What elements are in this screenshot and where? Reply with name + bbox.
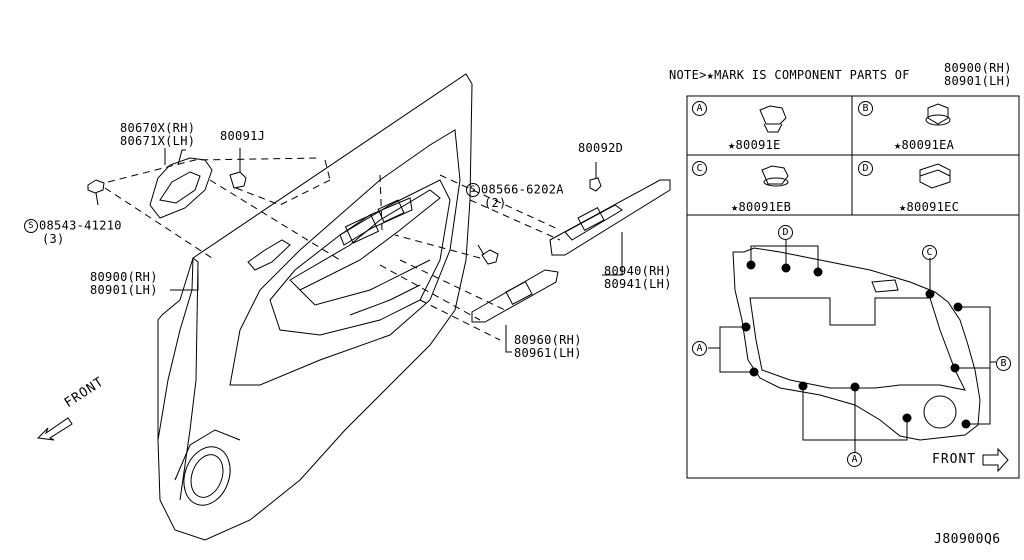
door-trim-panel	[157, 73, 473, 541]
finisher-80940	[549, 179, 671, 256]
clip-icon-b	[925, 103, 951, 126]
screw-mid-circle: S	[466, 183, 480, 197]
label-finisher-80960: 80960(RH) 80961(LH)	[514, 334, 582, 360]
armrest-switch-area	[289, 189, 441, 316]
label-80092d: 80092D	[578, 141, 624, 155]
label-finisher-80940-lh: 80941(LH)	[604, 277, 672, 291]
solid-leaders	[164, 148, 623, 353]
clip-80092d	[589, 177, 602, 192]
inset-cell-letter-d: D	[858, 161, 873, 176]
label-80091j: 80091J	[220, 129, 266, 143]
inset-part-c: ★80091EB	[731, 200, 792, 214]
label-screw-mid-number: 08566-6202A	[481, 182, 564, 197]
inset-door-outline	[732, 247, 981, 441]
inset-callout-a-bottom: A	[847, 452, 862, 467]
screw-left-circle: S	[24, 219, 38, 233]
label-inside-handle-lh: 80671X(LH)	[120, 134, 196, 148]
inset-cell-letter-a: A	[692, 101, 707, 116]
inset-callout-a-left: A	[692, 341, 707, 356]
front-arrow-inset	[982, 447, 1009, 473]
front-arrow-left	[36, 417, 73, 441]
label-finisher-80960-rh: 80960(RH)	[514, 333, 582, 347]
clip-icon-c	[761, 165, 789, 187]
label-finisher-80940: 80940(RH) 80941(LH)	[604, 265, 672, 291]
clip-icon-d	[919, 163, 951, 189]
inset-part-d: ★80091EC	[899, 200, 960, 214]
inset-cell-letter-c: C	[692, 161, 707, 176]
inset-callout-c: C	[922, 245, 937, 260]
note-text: NOTE>★MARK IS COMPONENT PARTS OF	[669, 68, 910, 82]
label-trim-lh: 80901(LH)	[90, 283, 158, 297]
label-trim-rh: 80900(RH)	[90, 270, 158, 284]
inset-cell-letter-b: B	[858, 101, 873, 116]
clip-80091j	[229, 171, 247, 189]
inset-callout-b: B	[996, 356, 1011, 371]
label-trim: 80900(RH) 80901(LH)	[90, 271, 158, 297]
inset-callout-lines	[708, 240, 996, 452]
note-parts: 80900(RH) 80901(LH)	[944, 62, 1012, 88]
label-inside-handle: 80670X(RH) 80671X(LH)	[120, 122, 195, 148]
diagram-code: J80900Q6	[934, 532, 1001, 547]
clip-dots	[741, 260, 971, 429]
inset-part-b: ★80091EA	[894, 138, 955, 152]
inside-handle	[149, 149, 213, 219]
note-part-rh: 80900(RH)	[944, 61, 1012, 75]
label-inside-handle-rh: 80670X(RH)	[120, 121, 196, 135]
screw-left	[87, 179, 105, 206]
dashed-leaders	[104, 157, 561, 341]
label-screw-left-number: 08543-41210	[39, 218, 122, 233]
clip-icon-a	[759, 105, 787, 133]
note-part-lh: 80901(LH)	[944, 74, 1012, 88]
label-screw-mid-qty: (2)	[484, 196, 507, 210]
label-finisher-80960-lh: 80961(LH)	[514, 346, 582, 360]
finisher-80960	[471, 269, 559, 323]
inset-callout-d: D	[778, 225, 793, 240]
screw-mid	[477, 244, 499, 265]
label-screw-left-qty: (3)	[42, 232, 65, 246]
inset-frame	[686, 95, 1020, 479]
inset-front-label: FRONT	[932, 452, 977, 467]
label-finisher-80940-rh: 80940(RH)	[604, 264, 672, 278]
inset-part-a: ★80091E	[728, 138, 781, 152]
